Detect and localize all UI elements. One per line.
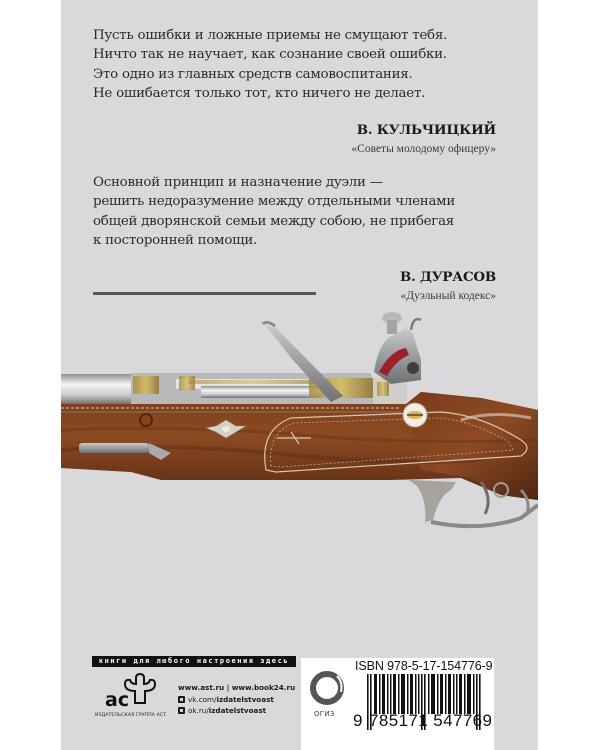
isbn-number: ISBN 978-5-17-154776-9 xyxy=(355,659,493,673)
social-link-vk[interactable]: vk.com/izdatelstvoast xyxy=(178,695,295,704)
publisher-tagline: книги для любого настроения здесь xyxy=(92,656,296,667)
quote-source: «Дуэльный кодекс» xyxy=(400,290,497,302)
quote-text: Пусть ошибки и ложные приемы не смущают … xyxy=(93,28,448,101)
book-back-cover: Пусть ошибки и ложные приемы не смущают … xyxy=(61,0,538,750)
quote-durasov: Основной принцип и назначение дуэли — ре… xyxy=(93,173,513,250)
quote-source: «Советы молодому офицеру» xyxy=(351,143,496,155)
attribution-kulchitsky: В. КУЛЬЧИЦКИЙ «Советы молодому офицеру» xyxy=(351,121,496,157)
ogiz-label: ОГИЗ xyxy=(314,710,335,718)
divider-line xyxy=(93,292,316,295)
quote-author: В. КУЛЬЧИЦКИЙ xyxy=(356,122,496,138)
ast-logo-icon: ac xyxy=(105,673,157,709)
vk-icon xyxy=(178,696,185,703)
social-link-ok[interactable]: ok.ru/izdatelstvoast xyxy=(178,706,295,715)
isbn-barcode-block: ОГИЗ ISBN 978-5-17-154776-9 9 xyxy=(301,658,494,750)
ean-first-digit: 9 xyxy=(353,711,363,730)
quote-author: В. ДУРАСОВ xyxy=(399,269,496,285)
quote-text: Основной принцип и назначение дуэли — ре… xyxy=(93,175,456,248)
barcode-bars xyxy=(367,674,481,730)
website-links[interactable]: www.ast.ru | www.book24.ru xyxy=(178,683,296,692)
svg-text:ac: ac xyxy=(105,689,129,709)
ean-digits: 785171 547769 xyxy=(369,711,493,730)
flintlock-pistol-illustration xyxy=(61,312,538,529)
attribution-durasov: В. ДУРАСОВ «Дуэльный кодекс» xyxy=(400,268,496,304)
quote-kulchitsky: Пусть ошибки и ложные приемы не смущают … xyxy=(93,26,513,103)
publisher-caption: ИЗДАТЕЛЬСКАЯ ГРУППА АСТ xyxy=(95,713,167,718)
ogiz-logo-icon xyxy=(310,671,344,705)
publisher-links: www.ast.ru | www.book24.ru vk.com/izdate… xyxy=(178,683,295,715)
ok-icon xyxy=(178,707,185,714)
